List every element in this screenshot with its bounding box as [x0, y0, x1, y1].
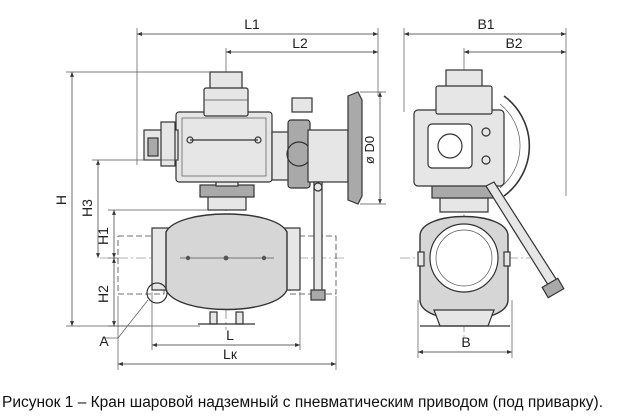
- dim-d0-label: ø D0: [362, 136, 377, 164]
- body-center-mark: [223, 255, 229, 261]
- dim-l1-label: L1: [244, 16, 260, 32]
- dim-b2-label: B2: [505, 35, 522, 51]
- dimensions: L1 L2 H H3 H1 H2 ø D0 L: [53, 16, 567, 370]
- dim-h1-label: H1: [95, 227, 111, 245]
- valve-drawing: L1 L2 H H3 H1 H2 ø D0 L: [53, 16, 567, 370]
- detail-a-label: A: [99, 333, 109, 349]
- dim-b-label: B: [461, 334, 470, 350]
- dim-lk-label: Lк: [223, 346, 238, 362]
- dim-l-label: L: [226, 327, 234, 343]
- side-view: [400, 69, 565, 340]
- dim-h-label: H: [53, 195, 69, 205]
- detail-a-circle: [146, 282, 168, 304]
- figure-caption: Рисунок 1 – Кран шаровой надземный с пне…: [2, 394, 603, 411]
- dim-h3-label: H3: [79, 199, 95, 217]
- front-view: [100, 71, 363, 330]
- dim-h2-label: H2: [95, 285, 111, 303]
- dim-b1-label: B1: [477, 16, 494, 32]
- dim-l2-label: L2: [292, 35, 308, 51]
